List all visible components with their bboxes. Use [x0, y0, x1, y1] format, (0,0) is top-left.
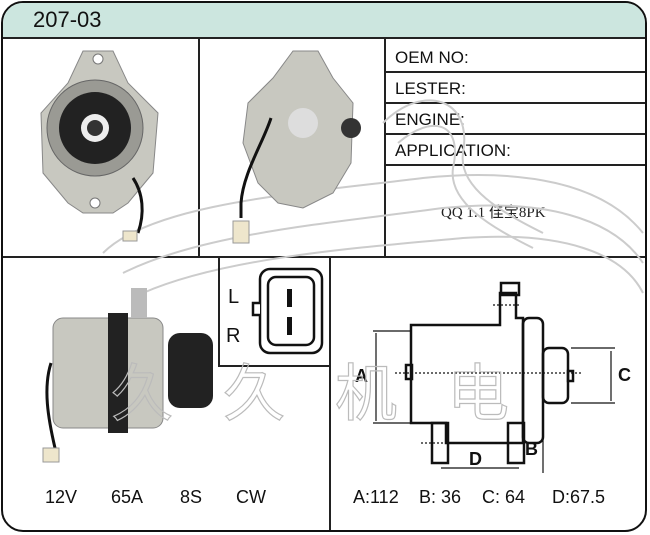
divider: [384, 39, 386, 257]
dim-value-b: B: 36: [419, 487, 462, 507]
connector-box-border: [218, 258, 220, 366]
spec-voltage: 12V: [45, 487, 78, 507]
divider: [329, 258, 331, 530]
dim-value-d: D:67.5: [552, 487, 606, 507]
header-bar: 207-03: [3, 3, 645, 39]
oem-label: OEM NO:: [395, 48, 469, 67]
watermark-swirl: [102, 99, 644, 294]
spec-amperage: 65A: [111, 487, 144, 507]
dim-label-b: B: [525, 439, 538, 459]
connector-plug-icon: [251, 267, 324, 355]
application-label: APPLICATION:: [395, 141, 511, 160]
divider: [3, 256, 645, 258]
lester-label: LESTER:: [395, 79, 466, 98]
alternator-rear-photo: [232, 50, 361, 244]
divider: [384, 71, 645, 73]
dim-value-c: C: 64: [482, 487, 526, 507]
engine-label: ENGINE:: [395, 110, 465, 129]
divider: [198, 39, 200, 257]
connector-pin-l: L: [228, 286, 240, 308]
dim-value-a: A:112: [353, 487, 399, 507]
alternator-front-photo: [40, 50, 159, 242]
alternator-side-photo: [42, 288, 213, 463]
dim-label-a: A: [355, 366, 368, 386]
dimension-diagram: A C D B: [355, 281, 631, 473]
spec-rotation: CW: [236, 487, 266, 507]
divider: [384, 102, 645, 104]
application-value: QQ 1.1 佳宝8PK: [441, 205, 546, 221]
connector-pin-r: R: [226, 325, 241, 347]
part-number: 207-03: [33, 7, 102, 32]
dim-label-c: C: [618, 365, 631, 385]
spec-pulley: 8S: [180, 487, 203, 507]
dim-label-d: D: [469, 449, 482, 469]
divider: [384, 133, 645, 135]
connector-box-border: [218, 365, 331, 367]
divider: [384, 164, 645, 166]
